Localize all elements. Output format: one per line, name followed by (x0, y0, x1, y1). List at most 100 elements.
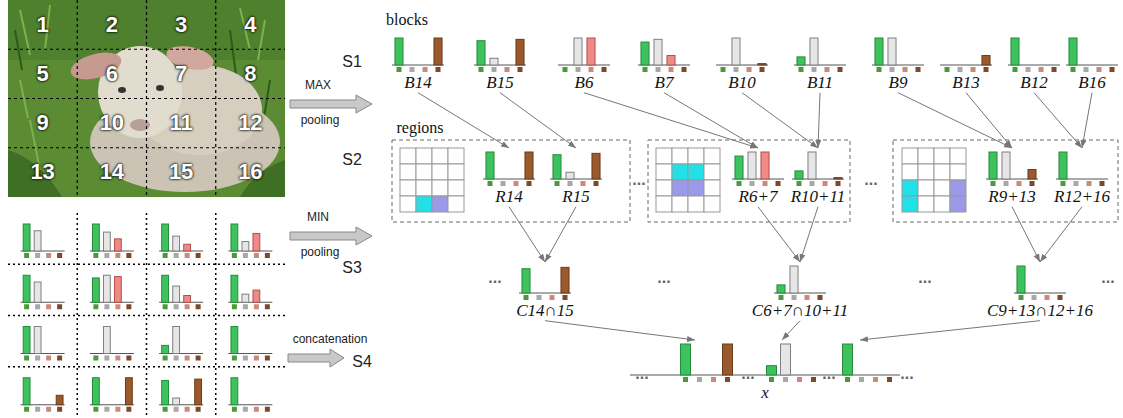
ellipsis: ... (1101, 269, 1114, 287)
rect-shape (934, 196, 950, 212)
histogram-node: C9+13∩12+16 (984, 262, 1097, 321)
rect-shape (688, 196, 704, 212)
histogram-node: B16 (1063, 34, 1121, 93)
operation-label: MIN (307, 211, 329, 224)
rect-shape (681, 344, 691, 375)
histogram-node: B7 (635, 34, 693, 93)
pooling-arrow (509, 207, 545, 262)
rect-shape (825, 67, 830, 72)
rect-shape (185, 304, 190, 309)
rect-shape (1084, 67, 1089, 72)
rect-shape (902, 196, 918, 212)
rect-shape (818, 295, 823, 300)
rect-shape (232, 304, 237, 309)
rect-shape (423, 67, 428, 72)
rect-shape (253, 233, 260, 251)
line-shape (77, 213, 79, 418)
block-number: 3 (175, 13, 187, 37)
rect-shape (1058, 295, 1063, 300)
rect-shape (797, 57, 805, 65)
block-number: 11 (169, 111, 192, 135)
rect-shape (781, 344, 791, 375)
line-shape (146, 213, 148, 418)
rect-shape (163, 304, 168, 309)
histogram-node: B15 (471, 34, 529, 93)
label-row: C14∩15 (513, 302, 577, 321)
rect-shape (232, 253, 237, 258)
rect-shape (126, 356, 131, 361)
histogram-label: B7 (655, 74, 674, 93)
pooling-arrow (545, 207, 576, 262)
rect-shape (196, 253, 201, 258)
rect-shape (126, 304, 131, 309)
rect-shape (984, 67, 989, 72)
rect-shape (918, 148, 934, 164)
rect-shape (103, 275, 110, 302)
histogram-node: B10 (713, 34, 771, 93)
rect-shape (1110, 67, 1115, 72)
rect-shape (602, 67, 607, 72)
stage-label: S1 (342, 53, 362, 71)
rect-shape (35, 407, 40, 412)
label-row: R12+16 (1051, 188, 1113, 207)
rect-shape (902, 180, 918, 196)
rect-shape (93, 356, 98, 361)
rect-shape (683, 377, 688, 382)
rect-shape (1059, 152, 1067, 179)
histogram (1014, 262, 1066, 302)
block-grid (8, 213, 285, 418)
rect-shape (747, 67, 752, 72)
label-row: C9+13∩12+16 (984, 302, 1097, 321)
rect-shape (748, 152, 756, 179)
rect-shape (592, 153, 600, 179)
rect-shape (231, 378, 238, 405)
rect-shape (103, 232, 110, 251)
pooling-arrow (1040, 207, 1082, 262)
rect-shape (903, 67, 908, 72)
histogram-label: R12+16 (1054, 188, 1110, 207)
rect-shape (243, 304, 248, 309)
g-shape (228, 224, 272, 258)
rect-shape (811, 377, 816, 382)
rect-shape (173, 286, 180, 302)
rect-shape (797, 181, 802, 186)
rect-shape (23, 275, 30, 302)
rect-shape (397, 67, 402, 72)
histogram-node: B12 (1005, 34, 1063, 93)
pooling-arrow (1034, 93, 1082, 148)
rect-shape (1017, 266, 1025, 293)
pooling-arrow (1012, 207, 1040, 262)
rect-shape (669, 67, 674, 72)
rect-shape (594, 181, 599, 186)
rect-shape (732, 38, 740, 65)
label-row: C6+7∩10+11 (749, 302, 852, 321)
rect-shape (126, 407, 131, 412)
label-row: R15 (547, 188, 605, 207)
rect-shape (432, 196, 448, 212)
g-shape (8, 0, 285, 197)
rect-shape (843, 344, 853, 375)
rect-shape (783, 377, 788, 382)
rect-shape (934, 164, 950, 180)
rect-shape (723, 344, 733, 375)
ellipsis: ... (864, 171, 877, 189)
line-shape (8, 147, 285, 148)
line-shape (8, 49, 285, 50)
histogram-node: B13 (937, 34, 995, 93)
rect-shape (114, 277, 121, 303)
rect-shape (265, 407, 270, 412)
rect-shape (8, 0, 285, 197)
rect-shape (845, 377, 850, 382)
rect-shape (1028, 170, 1036, 179)
histogram-label: C9+13∩12+16 (987, 302, 1093, 321)
rect-shape (416, 148, 432, 164)
histogram (483, 148, 535, 188)
rect-shape (767, 366, 777, 375)
region-groups (392, 140, 1118, 222)
histogram-label: R14 (495, 188, 522, 207)
block-number: 6 (106, 62, 118, 86)
rect-shape (56, 395, 63, 404)
feature-vector: x (627, 340, 903, 403)
g-shape (90, 378, 134, 412)
